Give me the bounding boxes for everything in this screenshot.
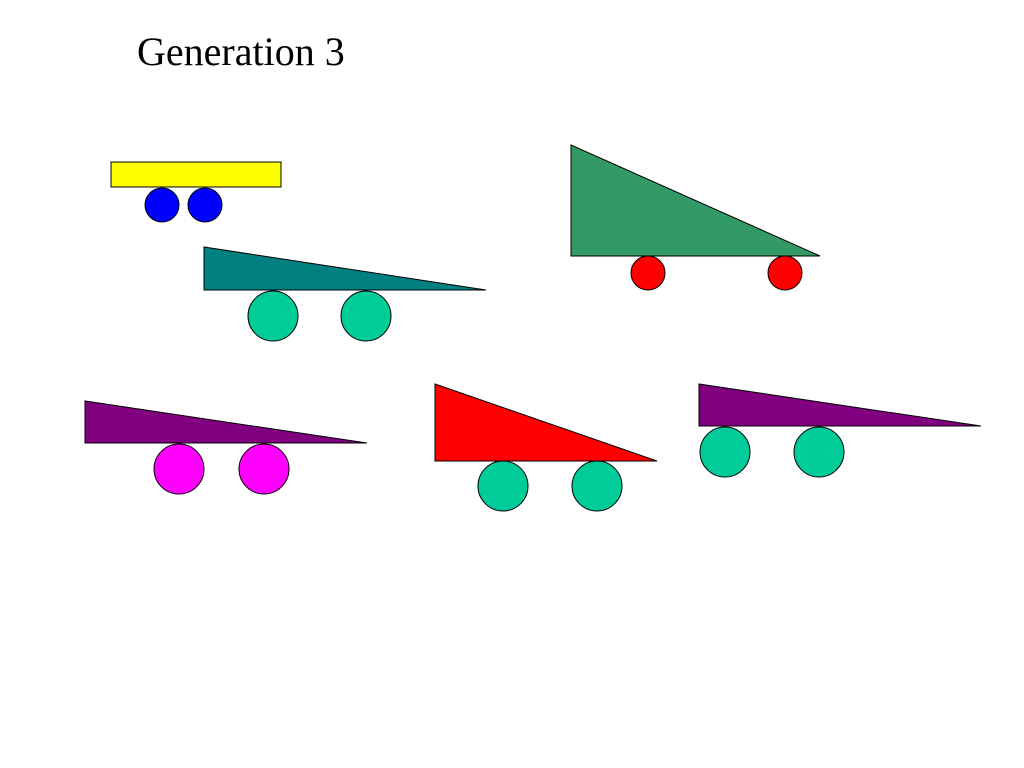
- vehicle-4-wheel-rear: [238, 443, 290, 495]
- vehicle-4-body: [84, 400, 368, 444]
- vehicle-6: [698, 383, 982, 478]
- vehicle-4: [84, 400, 368, 495]
- vehicle-5-wheel-front: [477, 460, 529, 512]
- vehicle-1-wheel-rear: [187, 187, 223, 223]
- vehicle-3-wheel-front: [630, 255, 666, 291]
- vehicle-5-body: [434, 383, 658, 462]
- vehicle-6-wheel-rear: [793, 426, 845, 478]
- vehicle-3: [570, 144, 821, 291]
- vehicle-5-wheel-rear: [571, 460, 623, 512]
- vehicle-2: [203, 246, 487, 342]
- vehicle-6-wheel-front: [699, 426, 751, 478]
- vehicle-1: [110, 161, 282, 223]
- vehicle-2-body: [203, 246, 487, 291]
- vehicle-1-wheel-front: [144, 187, 180, 223]
- slide-title: Generation 3: [137, 29, 345, 74]
- vehicle-3-wheel-rear: [767, 255, 803, 291]
- vehicle-6-body: [698, 383, 982, 427]
- vehicle-5: [434, 383, 658, 512]
- vehicle-3-body: [570, 144, 821, 257]
- vehicle-2-wheel-front: [247, 290, 299, 342]
- vehicle-2-wheel-rear: [340, 290, 392, 342]
- vehicle-4-wheel-front: [153, 443, 205, 495]
- vehicle-1-body: [110, 161, 282, 188]
